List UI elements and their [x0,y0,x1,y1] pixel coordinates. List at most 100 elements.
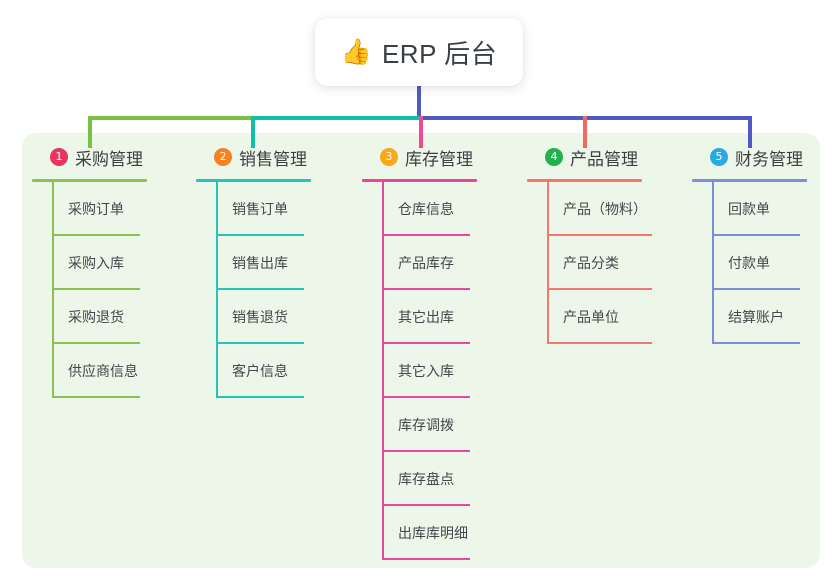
menu-item-label: 其它出库 [398,309,454,325]
item-connector-vertical [52,290,54,344]
item-underline [382,288,470,290]
column-badge-5: 5 [710,148,728,166]
item-underline [382,396,470,398]
menu-item-label: 付款单 [728,255,770,271]
menu-item[interactable]: 销售出库 [196,236,311,290]
menu-item[interactable]: 销售退货 [196,290,311,344]
menu-item-label: 出库库明细 [398,525,468,541]
item-connector-vertical [216,290,218,344]
column-badge-2: 2 [214,148,232,166]
diagram-panel [22,133,820,568]
column-5: 5 财务管理回款单付款单结算账户 [692,143,807,344]
column-title-3: 库存管理 [405,149,473,169]
menu-item-label: 结算账户 [728,309,784,325]
connector-drop-inventory [419,116,423,148]
item-underline [547,342,652,344]
connector-drop-purchase [88,116,92,148]
item-connector-vertical [382,182,384,236]
menu-item[interactable]: 出库库明细 [362,506,477,560]
menu-item[interactable]: 付款单 [692,236,807,290]
item-connector-vertical [547,290,549,344]
item-underline [216,342,304,344]
menu-item-label: 采购退货 [68,309,124,325]
item-connector-vertical [547,182,549,236]
item-underline [712,342,800,344]
item-underline [52,396,140,398]
menu-item[interactable]: 其它入库 [362,344,477,398]
item-connector-vertical [216,344,218,398]
menu-item[interactable]: 采购订单 [32,182,147,236]
menu-item[interactable]: 库存调拨 [362,398,477,452]
column-items-1: 采购订单采购入库采购退货供应商信息 [32,182,147,398]
menu-item-label: 其它入库 [398,363,454,379]
item-connector-vertical [382,506,384,560]
column-1: 1 采购管理采购订单采购入库采购退货供应商信息 [32,143,147,398]
menu-item-label: 销售订单 [232,201,288,217]
menu-item-label: 采购入库 [68,255,124,271]
connector-bus-green [88,116,251,120]
item-connector-vertical [382,344,384,398]
column-rule-4 [527,179,642,182]
menu-item[interactable]: 供应商信息 [32,344,147,398]
menu-item[interactable]: 客户信息 [196,344,311,398]
item-underline [712,288,800,290]
root-node-erp-backend[interactable]: 👍 ERP 后台 [315,18,523,86]
column-items-2: 销售订单销售出库销售退货客户信息 [196,182,311,398]
connector-root-stem [417,84,421,120]
root-node-title: ERP 后台 [381,38,498,69]
menu-item[interactable]: 产品库存 [362,236,477,290]
menu-item-label: 仓库信息 [398,201,454,217]
menu-item[interactable]: 仓库信息 [362,182,477,236]
column-badge-1: 1 [50,148,68,166]
menu-item[interactable]: 采购入库 [32,236,147,290]
item-connector-vertical [382,236,384,290]
thumbs-up-icon: 👍 [340,37,372,66]
column-header-5[interactable]: 5 财务管理 [692,143,807,171]
menu-item[interactable]: 产品（物料） [527,182,652,236]
menu-item[interactable]: 回款单 [692,182,807,236]
item-connector-vertical [712,182,714,236]
menu-item[interactable]: 产品单位 [527,290,652,344]
menu-item-label: 库存调拨 [398,417,454,433]
column-items-3: 仓库信息产品库存其它出库其它入库库存调拨库存盘点出库库明细 [362,182,477,560]
item-connector-vertical [712,236,714,290]
item-connector-vertical [382,398,384,452]
item-underline [216,396,304,398]
column-badge-4: 4 [545,148,563,166]
menu-item-label: 产品（物料） [563,201,647,217]
menu-item-label: 产品单位 [563,309,619,325]
column-rule-2 [196,179,311,182]
connector-drop-product [583,116,587,148]
menu-item[interactable]: 销售订单 [196,182,311,236]
column-items-5: 回款单付款单结算账户 [692,182,807,344]
item-underline [216,288,304,290]
column-title-1: 采购管理 [75,149,143,169]
item-connector-vertical [382,290,384,344]
column-header-1[interactable]: 1 采购管理 [32,143,147,171]
column-title-5: 财务管理 [735,149,803,169]
item-underline [382,342,470,344]
menu-item-label: 采购订单 [68,201,124,217]
column-title-4: 产品管理 [570,149,638,169]
menu-item[interactable]: 库存盘点 [362,452,477,506]
item-underline [547,234,652,236]
menu-item[interactable]: 其它出库 [362,290,477,344]
menu-item-label: 销售退货 [232,309,288,325]
menu-item-label: 客户信息 [232,363,288,379]
item-connector-vertical [52,236,54,290]
item-underline [52,342,140,344]
column-header-4[interactable]: 4 产品管理 [527,143,647,171]
column-rule-3 [362,179,477,182]
column-rule-5 [692,179,807,182]
menu-item-label: 产品分类 [563,255,619,271]
item-connector-vertical [216,236,218,290]
menu-item-label: 销售出库 [232,255,288,271]
menu-item[interactable]: 采购退货 [32,290,147,344]
item-connector-vertical [547,236,549,290]
menu-item[interactable]: 结算账户 [692,290,807,344]
menu-item[interactable]: 产品分类 [527,236,652,290]
